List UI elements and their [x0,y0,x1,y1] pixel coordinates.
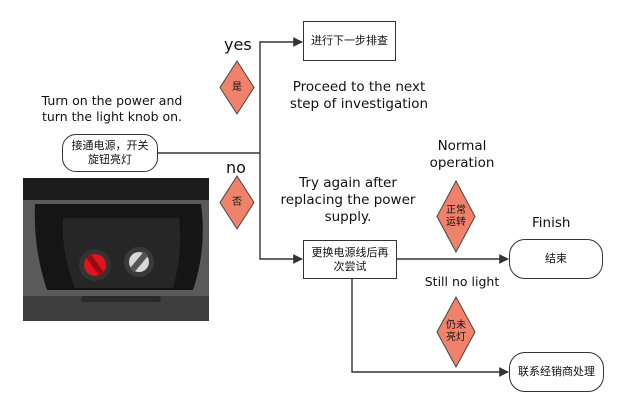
dealer-node-text: 联系经销商处理 [518,365,595,378]
start-node-text: 接通电源，开关旋钮亮灯 [71,139,149,166]
yes-label: yes [224,35,252,54]
normal-operation-label: Normal operation [429,138,495,171]
proceed-label: Proceed to the next step of investigatio… [289,79,429,112]
knob-panel-photo [23,178,209,321]
no-decision-text: 否 [232,196,242,208]
no-light-decision: 仍未亮灯 [436,296,476,368]
yes-decision: 是 [219,60,255,115]
still-no-light-label: Still no light [424,274,500,289]
normal-decision-text: 正常运转 [446,204,466,228]
dealer-node: 联系经销商处理 [509,352,604,392]
no-decision: 否 [219,175,255,230]
next-step-node: 进行下一步排查 [303,21,396,61]
normal-decision: 正常运转 [436,180,476,253]
no-label: no [226,158,246,177]
finish-node-text: 结束 [545,252,567,265]
yes-decision-text: 是 [232,81,242,93]
try-again-label: Try again after replacing the power supp… [280,175,416,225]
finish-node: 结束 [509,239,603,279]
replace-cable-text: 更换电源线后再次尝试 [311,245,389,273]
turn-on-label: Turn on the power and turn the light kno… [41,93,183,124]
finish-label: Finish [532,215,571,231]
no-light-decision-text: 仍未亮灯 [446,320,466,343]
start-node: 接通电源，开关旋钮亮灯 [62,134,158,172]
next-step-text: 进行下一步排查 [311,34,388,47]
replace-cable-node: 更换电源线后再次尝试 [303,240,397,279]
